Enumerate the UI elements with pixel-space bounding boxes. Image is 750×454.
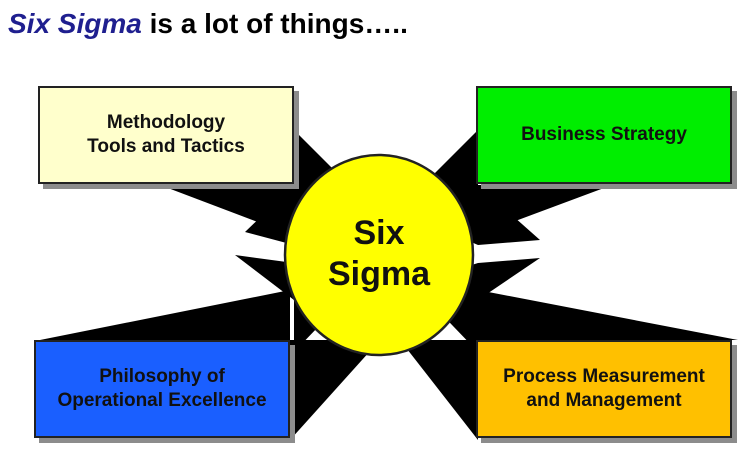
title-rest: is a lot of things….. — [141, 8, 408, 39]
wedge-right-upper — [478, 185, 612, 235]
wedge-lower-left-down — [290, 340, 380, 440]
box-methodology-line-2: Tools and Tactics — [87, 136, 245, 157]
box-business-strategy-line-1: Business Strategy — [521, 123, 687, 145]
box-process-measurement-line-1: Process Measurement — [503, 365, 705, 387]
center-label: Six Sigma — [286, 203, 472, 305]
box-philosophy-line-2: Operational Excellence — [57, 390, 267, 411]
wedge-left-lower — [40, 290, 290, 340]
box-process-measurement-line-2: and Management — [526, 390, 682, 411]
wedge-lower-right-down — [400, 340, 478, 440]
center-line-1: Six — [353, 214, 405, 253]
box-philosophy: Philosophy of Operational Excellence — [34, 340, 290, 438]
box-philosophy-line-1: Philosophy of — [99, 365, 225, 387]
page-title: Six Sigma is a lot of things….. — [8, 8, 408, 40]
wedge-left-upper — [160, 185, 292, 235]
wedge-right-lower — [478, 290, 738, 340]
box-business-strategy: Business Strategy — [476, 86, 732, 184]
center-circle — [283, 153, 475, 357]
title-accent: Six Sigma — [8, 8, 142, 39]
center-line-2: Sigma — [327, 255, 431, 293]
box-methodology-line-1: Methodology — [106, 111, 226, 133]
box-methodology: Methodology Tools and Tactics — [38, 86, 294, 184]
box-process-measurement: Process Measurement and Management — [476, 340, 732, 438]
